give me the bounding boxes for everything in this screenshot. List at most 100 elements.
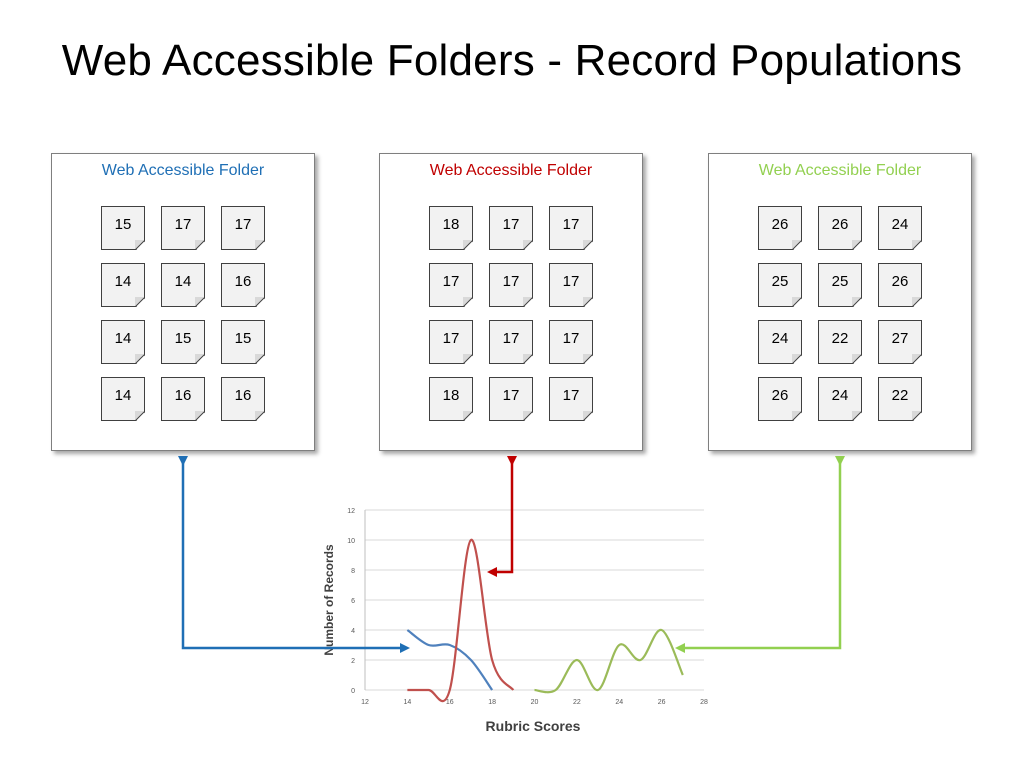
record-score: 17 (502, 273, 520, 290)
record-document: 14 (101, 377, 145, 421)
record-score: 14 (114, 273, 132, 290)
record-document: 15 (221, 320, 265, 364)
record-score: 17 (562, 387, 580, 404)
record-document: 27 (878, 320, 922, 364)
x-tick-label: 24 (615, 699, 623, 706)
record-document: 14 (101, 320, 145, 364)
record-document: 16 (161, 377, 205, 421)
record-document: 14 (101, 263, 145, 307)
record-document: 26 (758, 377, 802, 421)
x-tick-label: 20 (531, 699, 539, 706)
record-score: 17 (502, 330, 520, 347)
record-score: 15 (114, 216, 132, 233)
record-document: 16 (221, 377, 265, 421)
record-document: 26 (758, 206, 802, 250)
slide-title: Web Accessible Folders - Record Populati… (61, 36, 963, 85)
green-connector-arrow (675, 456, 845, 653)
record-score: 16 (234, 387, 252, 404)
record-score: 17 (562, 216, 580, 233)
record-score: 26 (771, 387, 789, 404)
record-document: 17 (161, 206, 205, 250)
x-tick-label: 28 (700, 699, 708, 706)
record-document: 18 (429, 377, 473, 421)
x-tick-label: 16 (446, 699, 454, 706)
record-score: 25 (771, 273, 789, 290)
record-document: 17 (429, 320, 473, 364)
record-score: 18 (442, 387, 460, 404)
record-score: 17 (562, 330, 580, 347)
record-document: 22 (818, 320, 862, 364)
record-score: 16 (174, 387, 192, 404)
record-document: 26 (878, 263, 922, 307)
record-score: 17 (234, 216, 252, 233)
record-grid: 18 17 17 17 17 17 17 17 17 18 17 17 (429, 206, 593, 421)
record-document: 24 (818, 377, 862, 421)
record-document: 17 (489, 263, 533, 307)
chart-gridlines (365, 509, 704, 691)
folder-title: Web Accessible Folder (429, 162, 593, 179)
record-score: 15 (234, 330, 252, 347)
record-document: 18 (429, 206, 473, 250)
record-score: 25 (831, 273, 849, 290)
series-line-1 (407, 538, 515, 703)
x-axis-title: Rubric Scores (486, 718, 581, 734)
record-score: 14 (114, 330, 132, 347)
folder-title: Web Accessible Folder (758, 162, 922, 179)
record-document: 17 (489, 320, 533, 364)
record-document: 17 (549, 377, 593, 421)
record-document: 17 (549, 263, 593, 307)
record-score: 26 (831, 216, 849, 233)
record-score: 18 (442, 216, 460, 233)
record-score: 24 (891, 216, 909, 233)
red-connector-arrow (487, 456, 517, 577)
record-document: 14 (161, 263, 205, 307)
record-grid: 26 26 24 25 25 26 24 22 27 26 24 22 (758, 206, 922, 421)
record-score: 17 (442, 330, 460, 347)
record-document: 16 (221, 263, 265, 307)
record-score: 15 (174, 330, 192, 347)
record-document: 17 (429, 263, 473, 307)
record-document: 24 (758, 320, 802, 364)
record-document: 24 (878, 206, 922, 250)
record-document: 25 (818, 263, 862, 307)
folder-red: Web Accessible Folder 18 17 17 17 17 17 17 17 17… (379, 153, 643, 451)
chart-series (406, 538, 684, 703)
record-grid: 15 17 17 14 14 16 14 15 15 14 16 16 (101, 206, 265, 421)
record-document: 17 (549, 320, 593, 364)
folder-green: Web Accessible Folder 26 26 24 25 25 26 24 22 27… (708, 153, 972, 451)
record-score: 24 (771, 330, 789, 347)
record-score: 27 (891, 330, 909, 347)
x-tick-label: 18 (488, 699, 496, 706)
record-score: 17 (442, 273, 460, 290)
x-tick-label: 14 (403, 699, 411, 706)
y-tick-label: 0 (351, 688, 355, 695)
x-tick-label: 22 (573, 699, 581, 706)
x-tick-label: 12 (361, 699, 369, 706)
y-tick-label: 2 (351, 658, 355, 665)
record-score: 26 (771, 216, 789, 233)
record-document: 17 (221, 206, 265, 250)
record-score: 16 (234, 273, 252, 290)
folder-title: Web Accessible Folder (101, 162, 265, 179)
record-score: 26 (891, 273, 909, 290)
blue-connector-arrow (178, 456, 410, 653)
record-document: 25 (758, 263, 802, 307)
record-score: 17 (562, 273, 580, 290)
record-score: 24 (831, 387, 849, 404)
record-score: 17 (502, 387, 520, 404)
record-document: 17 (489, 206, 533, 250)
record-score: 17 (174, 216, 192, 233)
record-score: 17 (502, 216, 520, 233)
series-line-2 (534, 628, 684, 694)
record-score: 22 (891, 387, 909, 404)
record-document: 26 (818, 206, 862, 250)
record-document: 22 (878, 377, 922, 421)
series-line-0 (406, 629, 494, 691)
record-document: 15 (101, 206, 145, 250)
record-document: 15 (161, 320, 205, 364)
record-score: 14 (174, 273, 192, 290)
record-score: 14 (114, 387, 132, 404)
record-document: 17 (489, 377, 533, 421)
